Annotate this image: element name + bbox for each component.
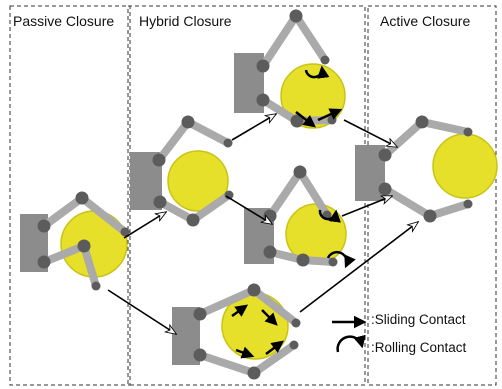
sliding-contact-icon (265, 340, 284, 355)
hybrid-closure-label: Hybrid Closure (139, 13, 232, 29)
sliding-contact-icon (295, 111, 316, 128)
legend-rolling-label: :Rolling Contact (371, 340, 467, 355)
passive-closure-label: Passive Closure (13, 13, 115, 29)
legend-sliding-label: :Sliding Contact (371, 312, 466, 327)
arrow-hybrid-left-to-middle (225, 195, 272, 224)
arrow-passive-to-hybrid-left (123, 212, 166, 239)
arrow-hybrid-middle-to-active (341, 195, 392, 217)
active-closure-label: Active Closure (380, 13, 471, 29)
arrow-hybrid-top-to-active (343, 119, 397, 147)
arrow-hybrid-bottom-to-active (299, 222, 418, 313)
active-region-box (367, 5, 497, 386)
rolling-contact-icon (304, 65, 330, 79)
passive-region-box (9, 5, 131, 386)
rolling-contact-icon (326, 250, 356, 269)
rolling-contact-icon (336, 334, 366, 353)
sliding-contact-icon (231, 304, 249, 318)
sliding-contact-icon (261, 309, 278, 326)
gripper-passive (20, 191, 130, 291)
contact-symbols (231, 65, 356, 359)
sliding-contact-icon (317, 108, 343, 122)
gripper-hybrid-bottom (172, 283, 301, 380)
transition-arrows (107, 114, 418, 334)
legend-symbols (332, 315, 367, 353)
gripper-hybrid-left (130, 115, 234, 227)
arrow-passive-to-hybrid-bottom (107, 289, 176, 334)
rolling-contact-icon (318, 209, 341, 223)
sliding-contact-icon (235, 346, 255, 359)
arrow-hybrid-left-to-top (231, 114, 276, 141)
gripper-hybrid-top (234, 8, 346, 129)
gripper-active (355, 115, 498, 223)
